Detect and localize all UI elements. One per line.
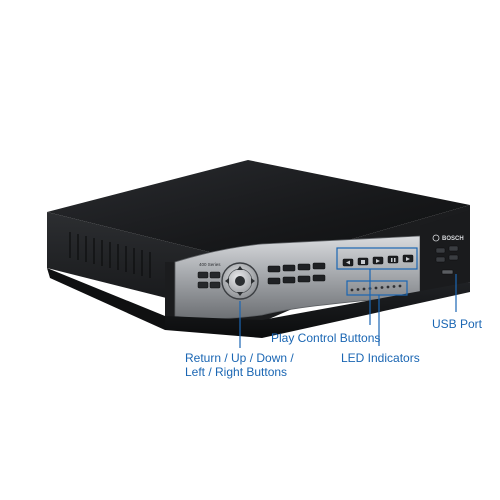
- brand-logo-icon: [432, 234, 440, 242]
- nav-buttons-label-line1: Return / Up / Down /: [185, 351, 294, 365]
- nav-buttons-label-line2: Left / Right Buttons: [185, 365, 288, 379]
- callout-led-indicators: [346, 280, 408, 346]
- right-buttons[interactable]: [435, 245, 459, 263]
- usb-port-label: USB Port: [432, 317, 483, 331]
- model-badge: 400 Series: [199, 262, 221, 267]
- dvr-base-left: [47, 268, 165, 330]
- dvr-base: [165, 282, 470, 338]
- usb-port[interactable]: [441, 269, 454, 275]
- callout-play-control: [336, 247, 418, 325]
- function-buttons[interactable]: [267, 262, 326, 285]
- play-control-label: Play Control Buttons: [271, 331, 381, 345]
- left-buttons[interactable]: [197, 271, 221, 289]
- brand-logo: BOSCH: [442, 236, 464, 242]
- return-button[interactable]: [235, 276, 245, 286]
- front-panel-right: [420, 210, 470, 296]
- nav-arrow-icons: [225, 266, 255, 296]
- nav-buttons-label: Return / Up / Down / Left / Right Button…: [185, 351, 294, 379]
- play-control-icons: [346, 257, 410, 265]
- side-vents: [69, 232, 151, 278]
- dvr-top-surface: [47, 160, 470, 265]
- led-indicators-label: LED Indicators: [341, 351, 420, 365]
